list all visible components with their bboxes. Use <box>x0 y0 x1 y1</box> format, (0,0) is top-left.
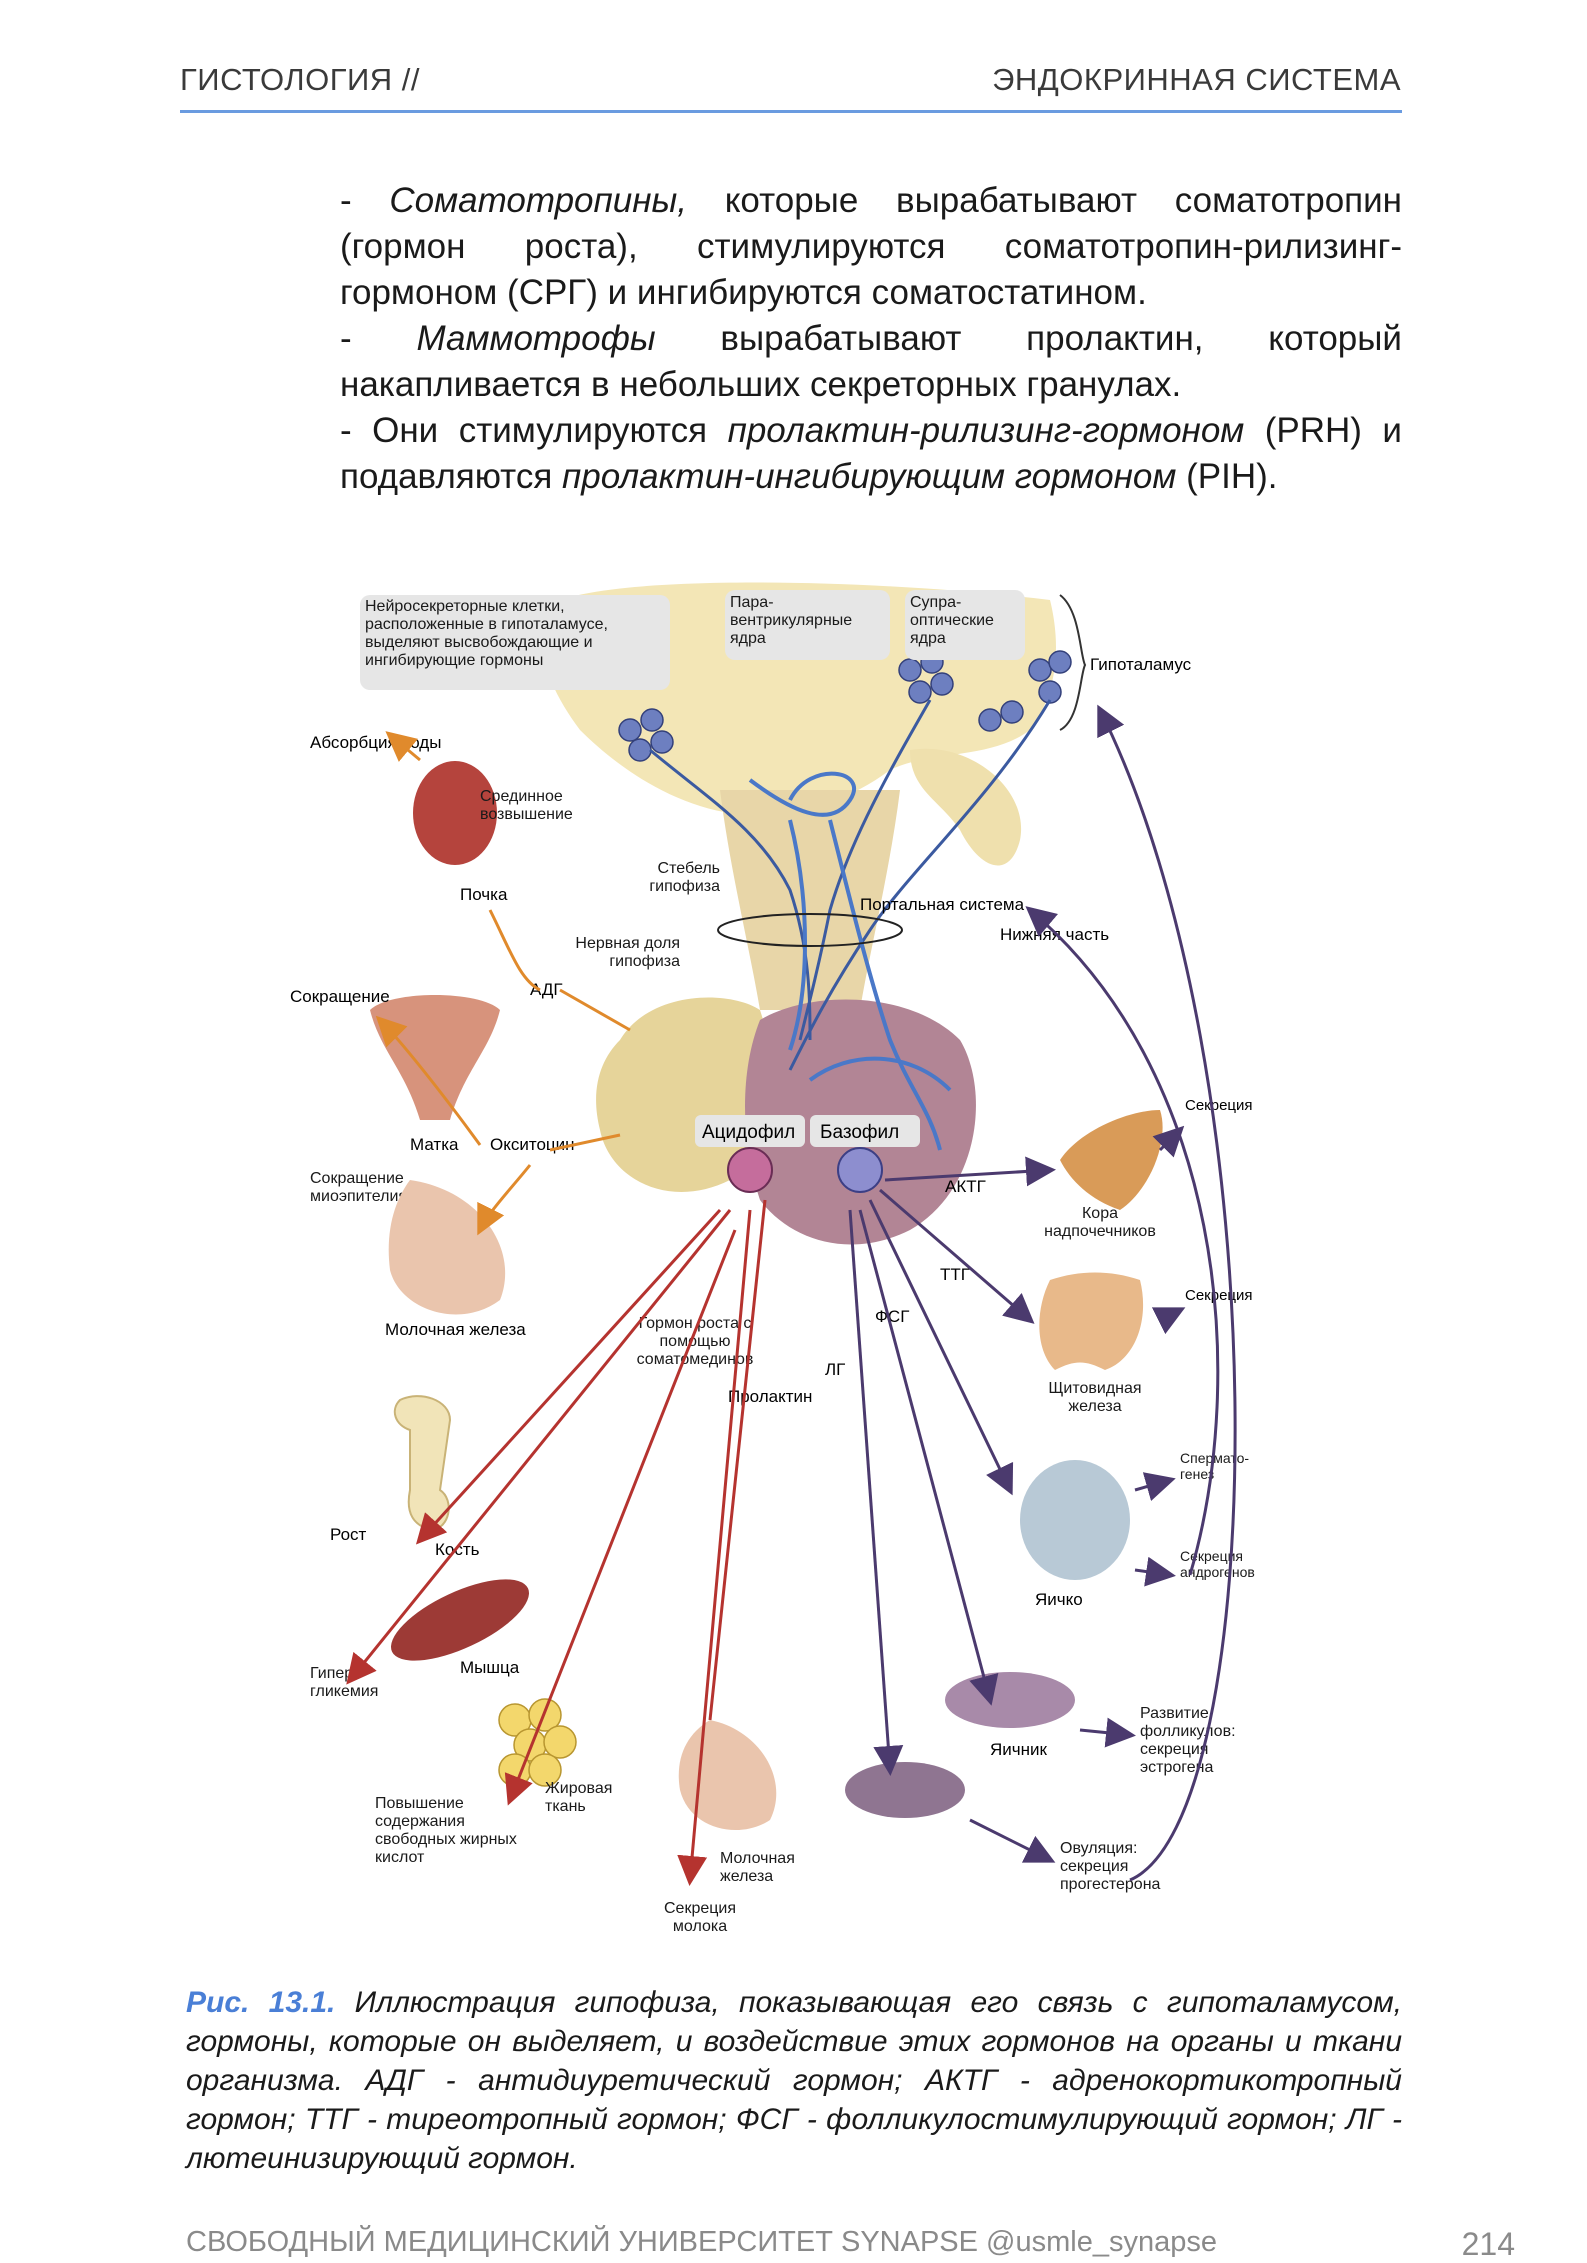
paragraph-somatotropins-text: которые вырабатывают соматотропин (гормо… <box>340 181 1402 312</box>
kidney-image <box>413 761 497 865</box>
lower-part-label: Нижняя часть <box>1000 925 1109 944</box>
muscle-label: Мышца <box>460 1658 520 1677</box>
neuro-box-label: Нейросекреторные клетки, расположенные в… <box>365 598 608 669</box>
myoepithelium-label: Сокращение миоэпителия <box>310 1170 408 1205</box>
page-number: 214 <box>1461 2226 1515 2262</box>
term-prh: пролактин-рилизинг-гормоном <box>727 411 1245 450</box>
stalk-ring <box>717 913 903 947</box>
portal-label: Портальная система <box>860 895 1025 914</box>
neurosecretory-axons <box>649 699 1052 1071</box>
prolactin-label: Пролактин <box>728 1387 812 1406</box>
follicles-label: Развитие фолликулов: секреция эстрогена <box>1140 1705 1236 1776</box>
supraoptic-nuclei <box>978 650 1072 732</box>
paragraph-regulation-a: - Они стимулируются <box>340 411 728 450</box>
water-absorption-label: Абсорбция воды <box>310 733 441 752</box>
adrenal-image <box>1060 1110 1163 1210</box>
ovulation-label: Овуляция: секреция прогестерона <box>1060 1840 1161 1893</box>
portal-vessels <box>748 771 952 1151</box>
paragraph-somatotropins: - Соматотропины, которые вырабатывают со… <box>340 181 1402 312</box>
tsh-label: ТТГ <box>940 1265 970 1284</box>
footer-university: СВОБОДНЫЙ МЕДИЦИНСКИЙ УНИВЕРСИТЕТ SYNAPS… <box>186 2226 1217 2258</box>
basophil-label-box <box>810 1115 920 1147</box>
secretion-thyroid-label: Секреция <box>1185 1287 1253 1304</box>
term-pih: пролактин-ингибирующим гормоном <box>562 457 1177 496</box>
uterus-image <box>370 995 500 1120</box>
growth-label: Рост <box>330 1525 367 1544</box>
gh-label: Гормон роста с помощью соматомединов <box>636 1315 754 1368</box>
oxytocin-label: Окситоцин <box>490 1135 575 1154</box>
paraventricular-label: Пара- вентрикулярные ядра <box>730 594 853 647</box>
term-somatotropins: Соматотропины, <box>389 181 687 220</box>
mammary-2-label: Молочная железа <box>720 1850 795 1885</box>
testis-label: Яичко <box>1035 1590 1083 1609</box>
neural-lobe-label: Нервная доля гипофиза <box>575 935 680 970</box>
fatty-acids-label: Повышение содержания свободных жирных ки… <box>375 1795 517 1866</box>
adh-label: АДГ <box>530 980 563 999</box>
bone-image <box>393 1395 452 1532</box>
paragraph-mammotrophs-text: вырабатывают пролактин, который накаплив… <box>340 319 1402 404</box>
acth-label: АКТГ <box>945 1177 986 1196</box>
adipose-image <box>498 1698 577 1787</box>
paraventricular-box-bg <box>725 590 890 660</box>
paragraph-mammotrophs: - Маммотрофы вырабатывают пролактин, кот… <box>340 319 1402 404</box>
hyperglycemia-label: Гипер- гликемия <box>310 1665 379 1700</box>
header-divider <box>180 110 1402 113</box>
testis-image <box>1020 1460 1130 1580</box>
secretion-adrenal-label: Секреция <box>1185 1097 1253 1114</box>
paragraph-regulation-b: (PRH) и подавляются <box>340 411 1402 496</box>
body-text: - Соматотропины, которые вырабатывают со… <box>340 178 1402 500</box>
mammary-gland-image <box>388 1180 506 1315</box>
adipose-label: Жировая ткань <box>545 1780 613 1815</box>
term-mammotrophs: Маммотрофы <box>416 319 656 358</box>
uterus-label: Матка <box>410 1135 459 1154</box>
contraction-label: Сокращение <box>290 987 390 1006</box>
ovary-label: Яичник <box>990 1740 1048 1759</box>
thyroid-image <box>1039 1272 1144 1370</box>
running-header-right: ЭНДОКРИННАЯ СИСТЕМА <box>992 62 1401 97</box>
mammary-gland-2-image <box>678 1720 777 1830</box>
running-header-left: ГИСТОЛОГИЯ // <box>180 62 420 97</box>
figure-caption: Рис. 13.1. Иллюстрация гипофиза, показыв… <box>186 1983 1402 2178</box>
basophil-arrows <box>848 1125 1186 1863</box>
acidophil-label: Ацидофил <box>702 1122 795 1143</box>
spermatogenesis-label: Спермато- генез <box>1180 1450 1250 1482</box>
milk-label: Секреция молока <box>663 1900 736 1935</box>
paragraph-regulation: - Они стимулируются пролактин-рилизинг-г… <box>340 408 1402 500</box>
lh-label: ЛГ <box>825 1360 845 1379</box>
median-eminence-label: Срединное возвышение <box>480 788 573 823</box>
kidney-label: Почка <box>460 885 508 904</box>
fsh-label: ФСГ <box>875 1307 909 1326</box>
figure-caption-label: Рис. 13.1. <box>186 1986 336 2019</box>
paragraph-regulation-c: (PIH). <box>1176 457 1278 496</box>
ovary-2-image <box>845 1762 965 1818</box>
hypothalamus-lobe <box>910 748 1022 866</box>
stalk-label: Стебель гипофиза <box>649 860 720 895</box>
basophil-cell <box>837 1147 883 1193</box>
supraoptic-label: Супра- оптические ядра <box>910 594 994 647</box>
thyroid-label: Щитовидная железа <box>1048 1380 1142 1415</box>
posterior-arrows <box>375 731 631 1236</box>
figure-caption-text: Иллюстрация гипофиза, показывающая его с… <box>186 1986 1402 2175</box>
neuro-box-bg <box>360 595 670 690</box>
hypothalamus-label: Гипоталамус <box>1090 655 1192 674</box>
acidophil-arrows <box>346 1199 767 1886</box>
basophil-label: Базофил <box>820 1122 899 1143</box>
mammary-label: Молочная железа <box>385 1320 526 1339</box>
acidophil-label-box <box>695 1115 805 1147</box>
supraoptic-box-bg <box>905 590 1025 660</box>
ovary-image <box>945 1672 1075 1728</box>
feedback-arrows <box>1025 704 1237 1882</box>
pituitary-figure: Ацидофил Базофил Нейросекреторные клетки… <box>290 582 1255 1935</box>
hypothalamus-bracket <box>1059 594 1087 731</box>
muscle-image <box>391 1579 529 1661</box>
acidophil-cell <box>727 1147 773 1193</box>
adrenal-label: Кора надпочечников <box>1044 1205 1156 1240</box>
